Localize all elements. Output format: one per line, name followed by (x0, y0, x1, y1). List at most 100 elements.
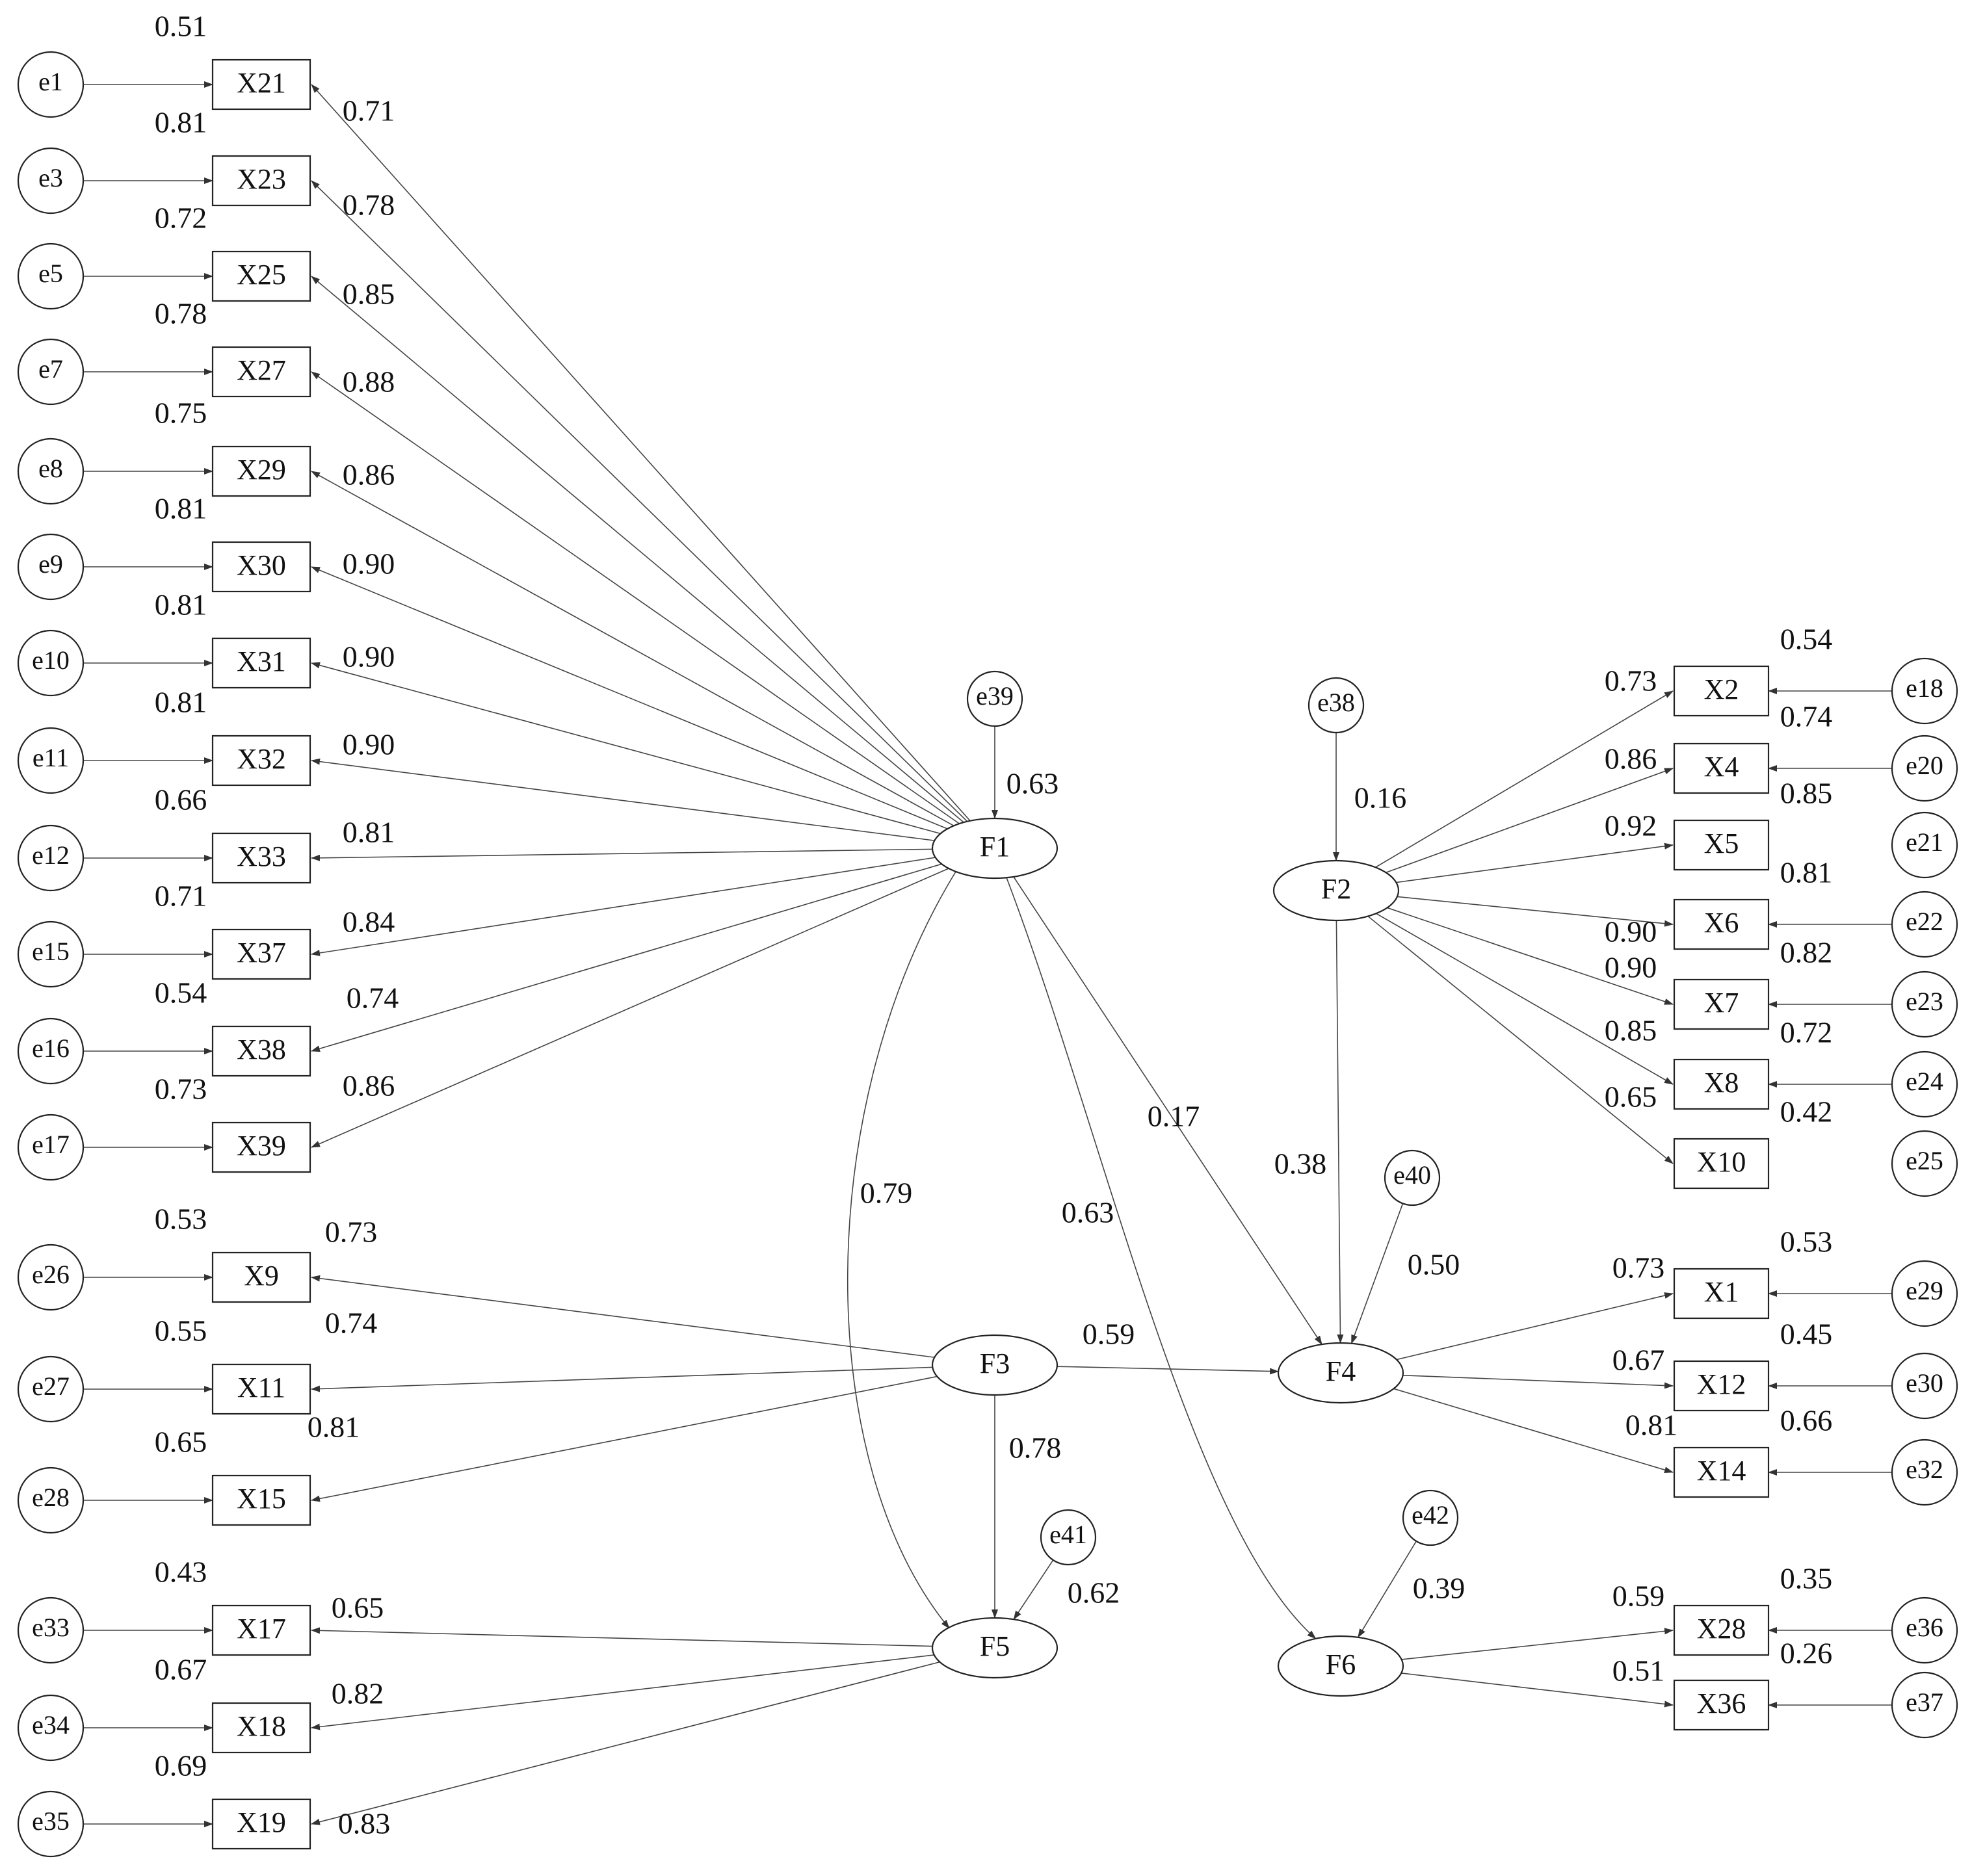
error-label-e9: e9 (38, 549, 63, 579)
error-coef-e28: 0.65 (155, 1426, 207, 1459)
error-coef-e35: 0.69 (155, 1749, 207, 1782)
error-label-e30: e30 (1906, 1368, 1943, 1398)
error-coef-e3: 0.81 (155, 106, 207, 139)
loading-arrow-X36 (1401, 1673, 1674, 1708)
indicator-box-X25 (211, 250, 311, 302)
loading-arrow-X15 (311, 1375, 938, 1502)
loading-coef-X5: 0.92 (1605, 809, 1657, 842)
error-circle-e3 (17, 147, 85, 215)
loading-coef-X37: 0.84 (343, 905, 395, 939)
latent-factor-F1 (931, 817, 1058, 879)
loading-arrow-X31 (311, 662, 941, 835)
indicator-box-X14 (1673, 1446, 1770, 1498)
error-label-e28: e28 (32, 1483, 70, 1512)
structural-coef-F1-F5: 0.79 (860, 1177, 913, 1210)
loading-arrow-X8 (1376, 913, 1674, 1085)
loading-coef-X14: 0.81 (1625, 1409, 1678, 1442)
indicator-box-X17 (211, 1604, 311, 1656)
error-circle-e37 (1891, 1671, 1958, 1739)
error-circle-e9 (17, 533, 85, 601)
error-circle-e29 (1891, 1260, 1958, 1327)
indicator-box-X32 (211, 735, 311, 787)
error-coef-e36: 0.35 (1780, 1562, 1833, 1595)
structural-path-F1-F4 (1013, 876, 1322, 1345)
structural-coef-F1-F4: 0.17 (1148, 1100, 1200, 1133)
disturbance-coef-e38: 0.16 (1354, 781, 1407, 814)
loading-arrow-X37 (311, 857, 936, 956)
loading-coef-X11: 0.74 (325, 1307, 378, 1340)
indicator-label-X1: X1 (1704, 1276, 1739, 1308)
indicator-label-X36: X36 (1697, 1687, 1746, 1719)
indicator-label-X2: X2 (1704, 673, 1739, 705)
indicator-box-X23 (211, 155, 311, 207)
indicator-label-X18: X18 (237, 1710, 286, 1742)
loading-arrow-X39 (311, 868, 949, 1148)
error-circle-e32 (1891, 1439, 1958, 1506)
loading-coef-X1: 0.73 (1612, 1251, 1665, 1284)
loading-arrow-X5 (1396, 842, 1674, 883)
error-coef-e7: 0.78 (155, 297, 207, 330)
indicator-label-X4: X4 (1704, 751, 1739, 783)
error-label-e12: e12 (32, 840, 70, 870)
error-circle-e34 (17, 1694, 85, 1762)
factor-label-F4: F4 (1326, 1355, 1356, 1387)
indicator-box-X21 (211, 59, 311, 111)
loading-coef-X4: 0.86 (1605, 742, 1657, 775)
structural-path-F2-F4 (1335, 920, 1344, 1344)
factor-label-F6: F6 (1326, 1648, 1356, 1680)
error-circle-e25 (1891, 1130, 1958, 1197)
error-coef-e22: 0.81 (1780, 856, 1833, 889)
loading-arrow-X25 (311, 276, 964, 823)
indicator-label-X7: X7 (1704, 987, 1739, 1019)
indicator-box-X30 (211, 541, 311, 593)
error-circle-e5 (17, 242, 85, 310)
disturbance-label-e39: e39 (976, 681, 1014, 710)
loading-coef-X2: 0.73 (1605, 664, 1657, 697)
error-circle-e17 (17, 1114, 85, 1181)
error-coef-e37: 0.26 (1780, 1637, 1833, 1670)
indicator-label-X29: X29 (237, 454, 286, 486)
error-circle-e12 (17, 824, 85, 892)
error-label-e5: e5 (38, 259, 63, 288)
error-coef-e26: 0.53 (155, 1203, 207, 1236)
loading-coef-X8: 0.85 (1605, 1014, 1657, 1047)
error-label-e26: e26 (32, 1260, 70, 1289)
loading-coef-X7: 0.90 (1605, 951, 1657, 984)
indicator-label-X38: X38 (237, 1034, 286, 1065)
latent-factor-F5 (931, 1617, 1058, 1679)
loading-arrow-X28 (1401, 1628, 1674, 1660)
error-label-e11: e11 (33, 743, 69, 772)
error-coef-e25: 0.42 (1780, 1095, 1833, 1128)
error-label-e20: e20 (1906, 751, 1943, 780)
indicator-label-X19: X19 (237, 1806, 286, 1838)
indicator-label-X25: X25 (237, 259, 286, 291)
loading-coef-X33: 0.81 (343, 816, 395, 849)
indicator-label-X12: X12 (1697, 1368, 1746, 1400)
error-circle-e23 (1891, 971, 1958, 1038)
error-coef-e17: 0.73 (155, 1073, 207, 1106)
error-label-e33: e33 (32, 1613, 70, 1642)
loading-coef-X21: 0.71 (343, 94, 395, 127)
indicator-label-X31: X31 (237, 645, 286, 677)
error-coef-e5: 0.72 (155, 202, 207, 235)
structural-coef-F3-F5: 0.78 (1009, 1431, 1062, 1465)
indicator-label-X27: X27 (237, 354, 286, 386)
disturbance-circle-e40 (1384, 1149, 1441, 1206)
loading-arrow-X29 (311, 471, 954, 826)
error-label-e1: e1 (38, 67, 63, 96)
error-coef-e12: 0.66 (155, 783, 207, 816)
indicator-box-X36 (1673, 1679, 1770, 1731)
indicator-box-X28 (1673, 1604, 1770, 1656)
error-label-e7: e7 (38, 354, 63, 384)
error-circle-e16 (17, 1017, 85, 1085)
error-circle-e8 (17, 437, 85, 505)
correlation-path-F1-F5 (847, 871, 956, 1629)
error-coef-e8: 0.75 (155, 397, 207, 430)
loading-arrow-X32 (311, 758, 935, 841)
loading-arrow-X21 (311, 84, 971, 822)
error-coef-e29: 0.53 (1780, 1225, 1833, 1258)
indicator-box-X37 (211, 928, 311, 980)
structural-coef-F1-F6: 0.63 (1062, 1196, 1114, 1229)
loading-arrow-X14 (1393, 1388, 1674, 1474)
indicator-box-X39 (211, 1121, 311, 1173)
